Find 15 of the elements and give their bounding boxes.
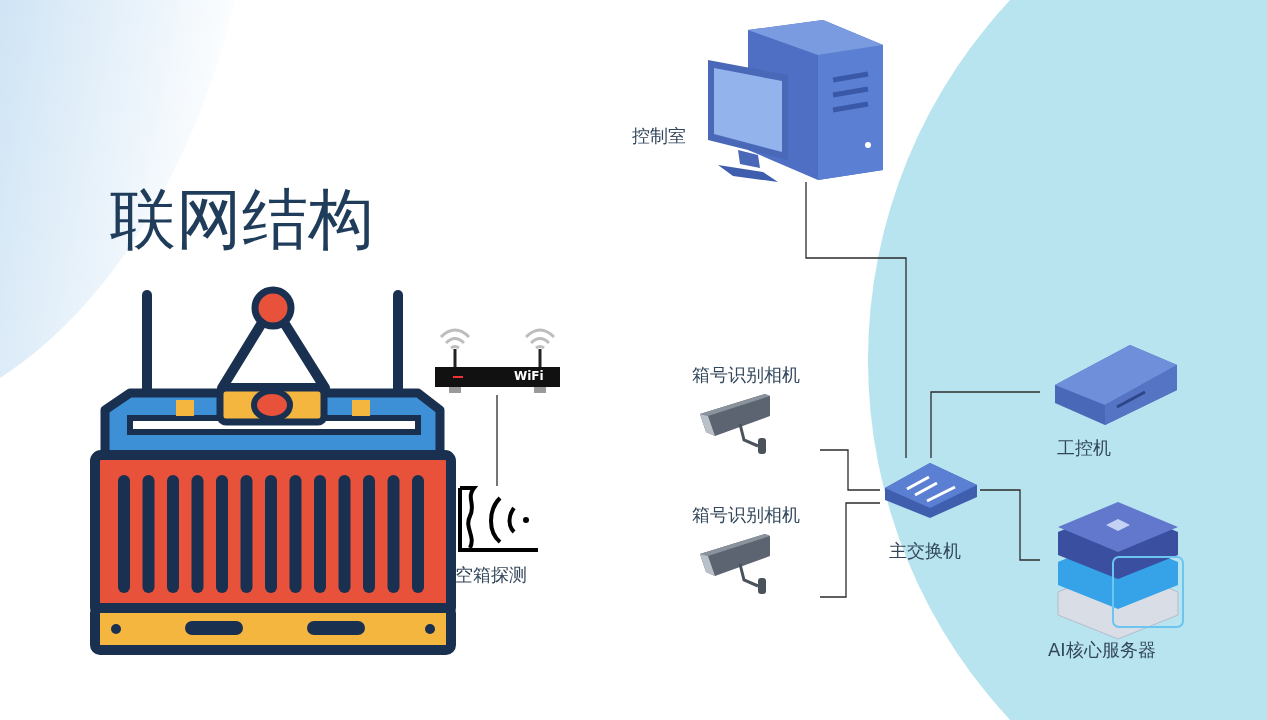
node-label: 空箱探测	[455, 564, 527, 586]
title: 联网结构	[110, 180, 374, 260]
device-label: WiFi	[514, 369, 544, 383]
node-label: 主交换机	[889, 540, 961, 562]
connector-line	[819, 449, 881, 491]
connector-line	[979, 489, 1041, 561]
node-label: 箱号识别相机	[692, 364, 800, 386]
connector-line	[930, 391, 1041, 459]
node-label: 箱号识别相机	[692, 504, 800, 526]
node-label: 工控机	[1057, 437, 1111, 459]
connector-line	[819, 502, 881, 598]
node-label: AI核心服务器	[1048, 639, 1156, 661]
node-label: 控制室	[632, 125, 686, 147]
connector-line	[496, 394, 498, 487]
connector-line	[805, 181, 907, 459]
